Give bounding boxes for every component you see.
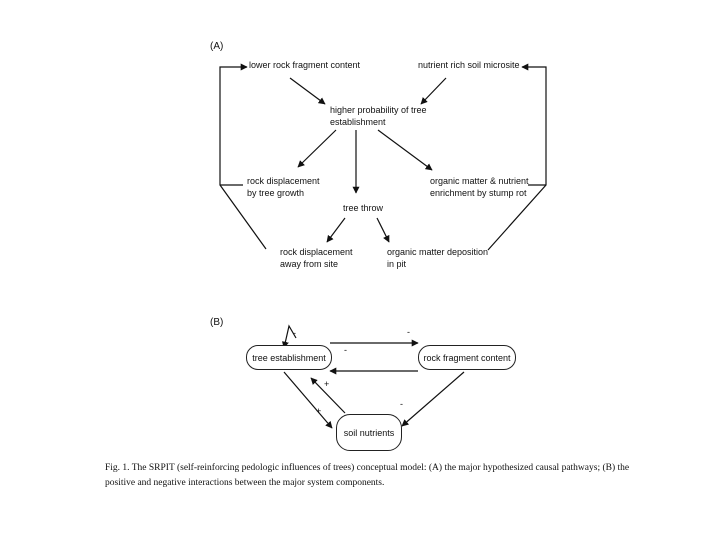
- sign-rock-to-soil: -: [400, 399, 403, 409]
- figure-caption: Fig. 1. The SRPIT (self-reinforcing pedo…: [105, 463, 630, 488]
- self-loop-arrow: [281, 324, 297, 349]
- sign-self-loop: -: [293, 328, 296, 338]
- node-tree-establishment: tree establishment: [246, 345, 332, 370]
- arrow-soil-to-tree: [310, 377, 346, 414]
- sign-tree-to-rock: -: [407, 327, 410, 337]
- arrow-lower-rock-to-higher-prob: [289, 77, 326, 105]
- feedback-right-loop: [487, 63, 547, 251]
- node-organic-deposition-line1: organic matter deposition: [387, 247, 489, 257]
- sign-tree-to-soil: +: [316, 406, 322, 416]
- node-tree-throw: tree throw: [343, 203, 384, 213]
- node-higher-probability-line1: higher probability of tree: [330, 105, 427, 115]
- arrow-rock-to-soil: [401, 371, 465, 427]
- arrow-tree-throw-to-organic-dep: [376, 217, 390, 243]
- sign-rock-to-tree: -: [344, 345, 347, 355]
- arrow-tree-throw-to-rock-disp-away: [326, 217, 346, 243]
- sign-soil-to-tree: +: [324, 379, 330, 389]
- node-rock-fragment-content: rock fragment content: [418, 345, 516, 370]
- node-soil-nutrients: soil nutrients: [336, 414, 402, 451]
- panel-a-label: (A): [210, 41, 224, 52]
- feedback-left-loop: [219, 63, 267, 250]
- node-organic-enrichment-line1: organic matter & nutrient: [430, 176, 529, 186]
- node-higher-probability-line2: establishment: [330, 117, 386, 127]
- node-organic-deposition-line2: in pit: [387, 259, 407, 269]
- node-rock-displacement-growth-line2: by tree growth: [247, 188, 305, 198]
- arrow-microsite-to-higher-prob: [420, 77, 447, 105]
- node-organic-enrichment-line2: enrichment by stump rot: [430, 188, 527, 198]
- arrow-higher-prob-to-organic-enrich: [377, 129, 433, 171]
- arrow-tree-to-soil: [283, 371, 333, 429]
- node-rock-displacement-away-line2: away from site: [280, 259, 339, 269]
- node-rock-displacement-growth-line1: rock displacement: [247, 176, 320, 186]
- node-nutrient-microsite: nutrient rich soil microsite: [418, 60, 520, 70]
- arrow-higher-prob-to-rock-disp-growth: [297, 129, 337, 168]
- panel-b-label: (B): [210, 317, 224, 328]
- node-lower-rock-fragment: lower rock fragment content: [249, 60, 361, 70]
- node-rock-displacement-away-line1: rock displacement: [280, 247, 353, 257]
